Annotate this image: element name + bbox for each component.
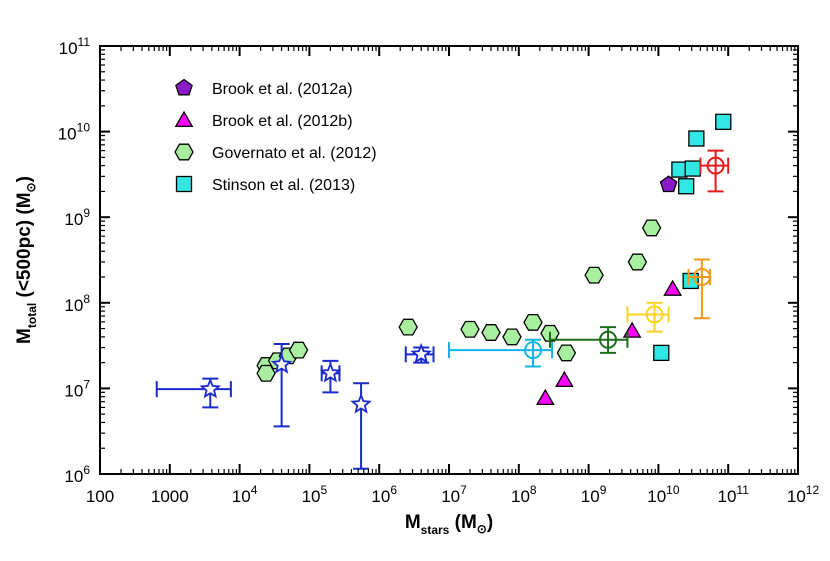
legend: Brook et al. (2012a) Brook et al. (2012b)… (174, 78, 377, 194)
pentagon-point (659, 175, 678, 193)
sun-symbol: ⊙ (477, 522, 487, 536)
y-axis-label-rest: (<500pc) (M (14, 192, 35, 302)
square-point (678, 178, 695, 195)
square-point (653, 344, 670, 362)
x-axis-label-unit: (M (455, 512, 477, 533)
hexagon-point (460, 320, 480, 338)
y-tick-label: 106 (64, 463, 90, 486)
observation-circle (549, 326, 629, 354)
star-point (199, 377, 222, 399)
hexagon-point (523, 313, 543, 331)
circle-point (599, 330, 618, 349)
y-tick-label: 1010 (58, 121, 91, 144)
x-axis-label: Mstars (M⊙) (405, 512, 493, 537)
x-tick-label: 104 (232, 483, 258, 506)
legend-label: Brook et al. (2012a) (212, 81, 353, 98)
legend-entry: Stinson et al. (2013) (175, 175, 355, 194)
triangle-point (622, 321, 642, 338)
circle-point (692, 268, 711, 287)
hexagon-point (584, 266, 604, 284)
legend-hexagon-icon (174, 143, 194, 161)
observation-circle (626, 301, 670, 333)
square-point (688, 130, 705, 147)
star-point (270, 353, 293, 374)
x-axis-label-sub: stars (421, 523, 450, 537)
legend-square-icon (175, 175, 193, 193)
observation-star (319, 359, 342, 394)
x-tick-label: 1010 (647, 483, 680, 506)
x-axis-label-main: M (405, 512, 421, 533)
axes: 100 1000 104 105 106 107 108 109 1010 1011 1012 106… (58, 35, 820, 506)
circle-point (706, 156, 725, 175)
legend-label: Stinson et al. (2013) (212, 177, 355, 194)
hexagon-point (288, 341, 309, 359)
observation-circle (448, 338, 554, 368)
x-axis-label-close: ) (487, 512, 493, 533)
circle-point (524, 341, 543, 360)
legend-entry: Brook et al. (2012a) (175, 78, 353, 98)
y-tick-label: 108 (64, 292, 90, 315)
observation-star (270, 343, 293, 428)
y-axis-label-close: ) (14, 176, 35, 182)
x-tick-label: 108 (511, 483, 537, 506)
y-axis-label: Mtotal (<500pc) (M⊙) (14, 176, 39, 344)
legend-label: Brook et al. (2012b) (212, 113, 353, 130)
plot-frame (99, 45, 799, 475)
triangle-point (535, 388, 555, 406)
star-point (350, 393, 372, 414)
y-tick-label: 1011 (59, 35, 91, 58)
data-marks (155, 113, 732, 470)
observation-star (350, 382, 372, 470)
y-axis-label-sub: total (25, 303, 39, 328)
observation-circle (699, 149, 730, 193)
triangle-point (555, 370, 574, 388)
x-tick-label: 109 (581, 483, 607, 506)
hexagon-point (481, 324, 501, 341)
hexagon-point (627, 253, 648, 271)
observation-circle (687, 258, 712, 320)
square-point (715, 113, 732, 130)
y-axis-label-main: M (14, 328, 35, 344)
y-tick-label: 107 (64, 377, 90, 400)
hexagon-point (398, 318, 418, 336)
x-tick-label: 107 (441, 483, 467, 506)
x-tick-label: 1000 (151, 487, 189, 506)
triangle-point (663, 279, 683, 296)
y-tick-label: 109 (64, 206, 90, 229)
x-tick-label: 105 (302, 483, 328, 506)
x-tick-label: 106 (371, 483, 397, 506)
legend-label: Governato et al. (2012) (212, 145, 377, 162)
legend-pentagon-icon (175, 78, 193, 96)
star-point (410, 342, 433, 364)
observation-star (404, 342, 435, 364)
hexagon-point (641, 219, 662, 237)
legend-triangle-icon (174, 110, 194, 127)
circle-point (645, 305, 664, 324)
x-tick-label: 100 (86, 487, 114, 506)
observation-star (155, 377, 232, 409)
star-point (319, 361, 342, 383)
legend-entry: Governato et al. (2012) (174, 143, 377, 162)
x-tick-label: 1011 (718, 483, 750, 506)
square-point (684, 160, 701, 177)
sun-symbol: ⊙ (24, 182, 38, 192)
legend-entry: Brook et al. (2012b) (174, 110, 353, 130)
hexagon-point (502, 328, 522, 346)
x-tick-label: 1012 (787, 483, 820, 506)
hexagon-point (556, 344, 577, 362)
